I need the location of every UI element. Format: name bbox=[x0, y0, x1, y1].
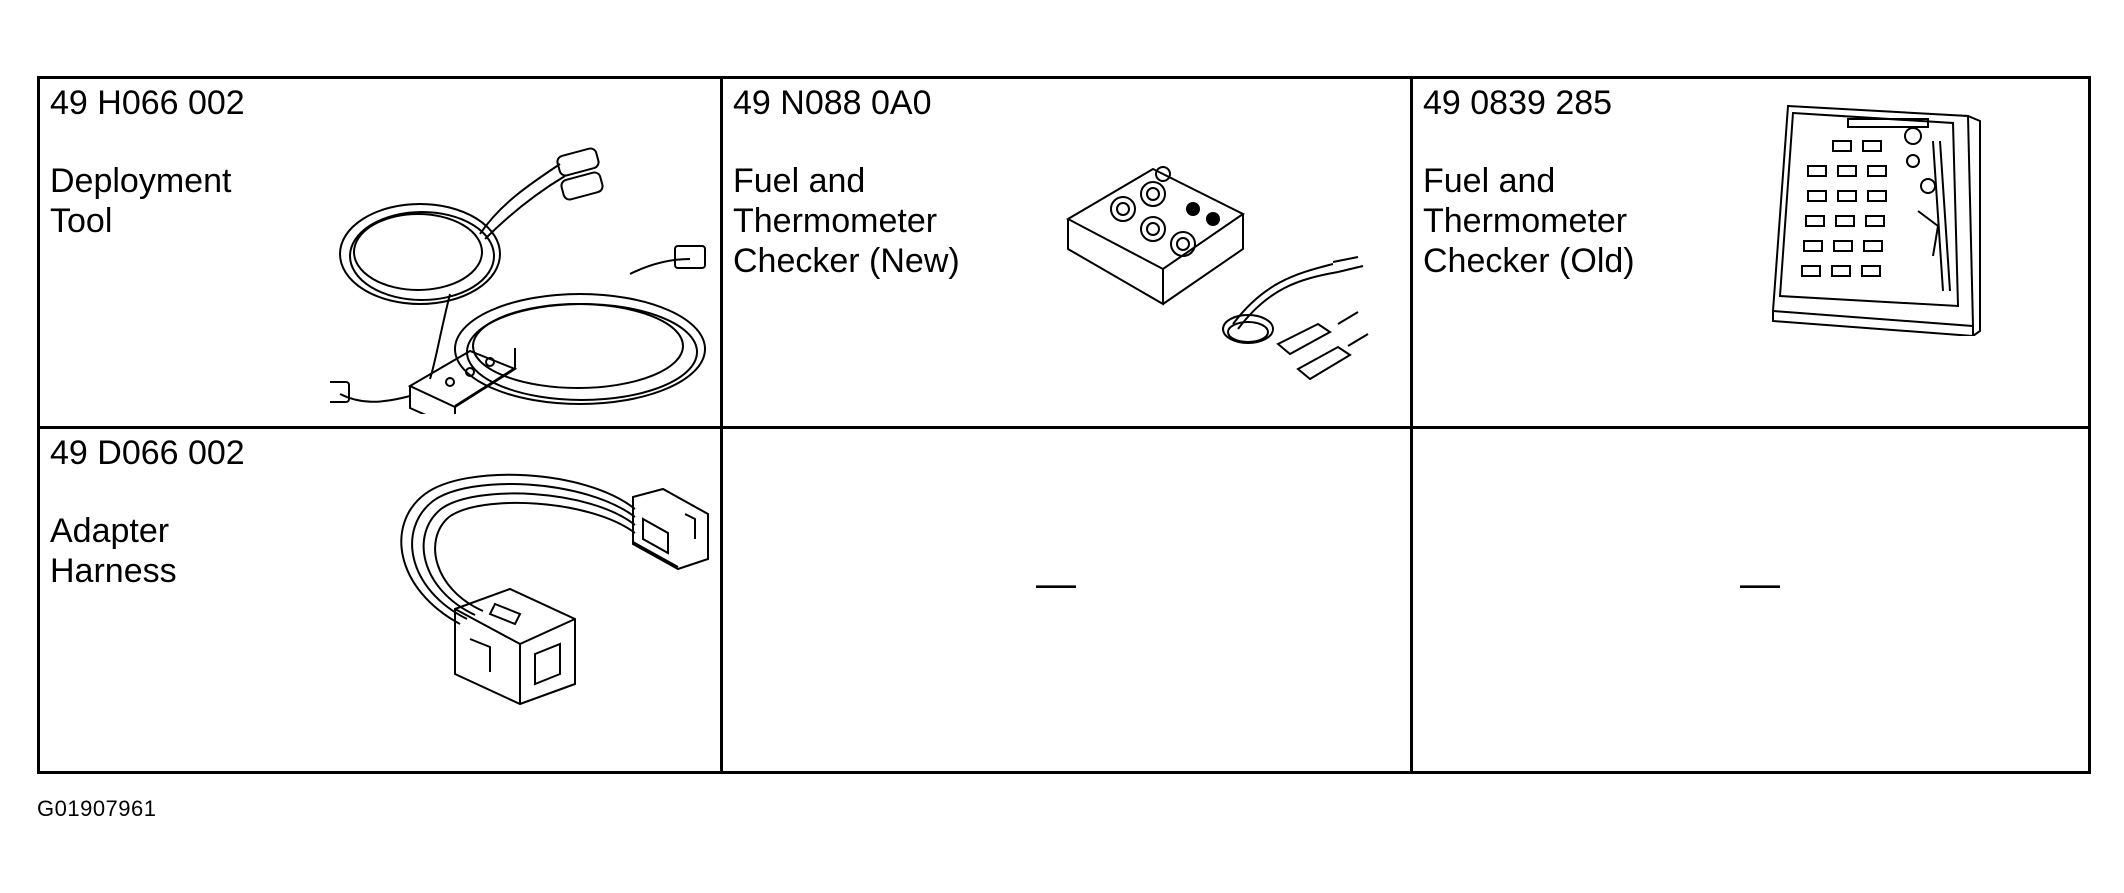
row-divider bbox=[40, 426, 2088, 429]
tool-description: Deployment Tool bbox=[50, 161, 231, 241]
description-line: Fuel and bbox=[1423, 162, 1556, 200]
tool-description: Adapter Harness bbox=[50, 511, 177, 591]
column-divider bbox=[720, 79, 723, 771]
description-line: Deployment bbox=[50, 162, 232, 200]
part-number: 49 N088 0A0 bbox=[733, 84, 932, 122]
description-line: Fuel and bbox=[733, 162, 866, 200]
checker-old-icon bbox=[1771, 104, 1981, 336]
empty-placeholder: — bbox=[1036, 562, 1076, 606]
part-number: 49 H066 002 bbox=[50, 84, 245, 122]
tool-description: Fuel and Thermometer Checker (Old) bbox=[1423, 161, 1635, 281]
empty-placeholder: — bbox=[1740, 562, 1780, 606]
tool-cell-deployment-tool: 49 H066 002 Deployment Tool bbox=[40, 79, 720, 426]
special-tools-table: 49 H066 002 Deployment Tool bbox=[37, 76, 2091, 774]
description-line: Checker (Old) bbox=[1423, 242, 1635, 280]
tool-cell-adapter-harness: 49 D066 002 Adapter Harness bbox=[40, 429, 720, 771]
description-line: Thermometer bbox=[1423, 202, 1628, 240]
part-number: 49 D066 002 bbox=[50, 434, 245, 472]
description-line: Checker (New) bbox=[733, 242, 960, 280]
part-number: 49 0839 285 bbox=[1423, 84, 1613, 122]
figure-id: G01907961 bbox=[37, 796, 157, 821]
tool-description: Fuel and Thermometer Checker (New) bbox=[733, 161, 960, 281]
tool-cell-checker-new: 49 N088 0A0 Fuel and Thermometer Checker… bbox=[723, 79, 1410, 426]
tool-cell-empty: — bbox=[1413, 429, 2088, 771]
tool-cell-checker-old: 49 0839 285 Fuel and Thermometer Checker… bbox=[1413, 79, 2088, 426]
deployment-tool-icon bbox=[330, 147, 706, 414]
column-divider bbox=[1410, 79, 1413, 771]
checker-new-icon bbox=[1065, 166, 1369, 381]
description-line: Thermometer bbox=[733, 202, 938, 240]
description-line: Harness bbox=[50, 552, 177, 590]
description-line: Adapter bbox=[50, 512, 170, 550]
tool-cell-empty: — bbox=[723, 429, 1410, 771]
description-line: Tool bbox=[50, 202, 113, 240]
adapter-harness-icon bbox=[400, 473, 709, 706]
